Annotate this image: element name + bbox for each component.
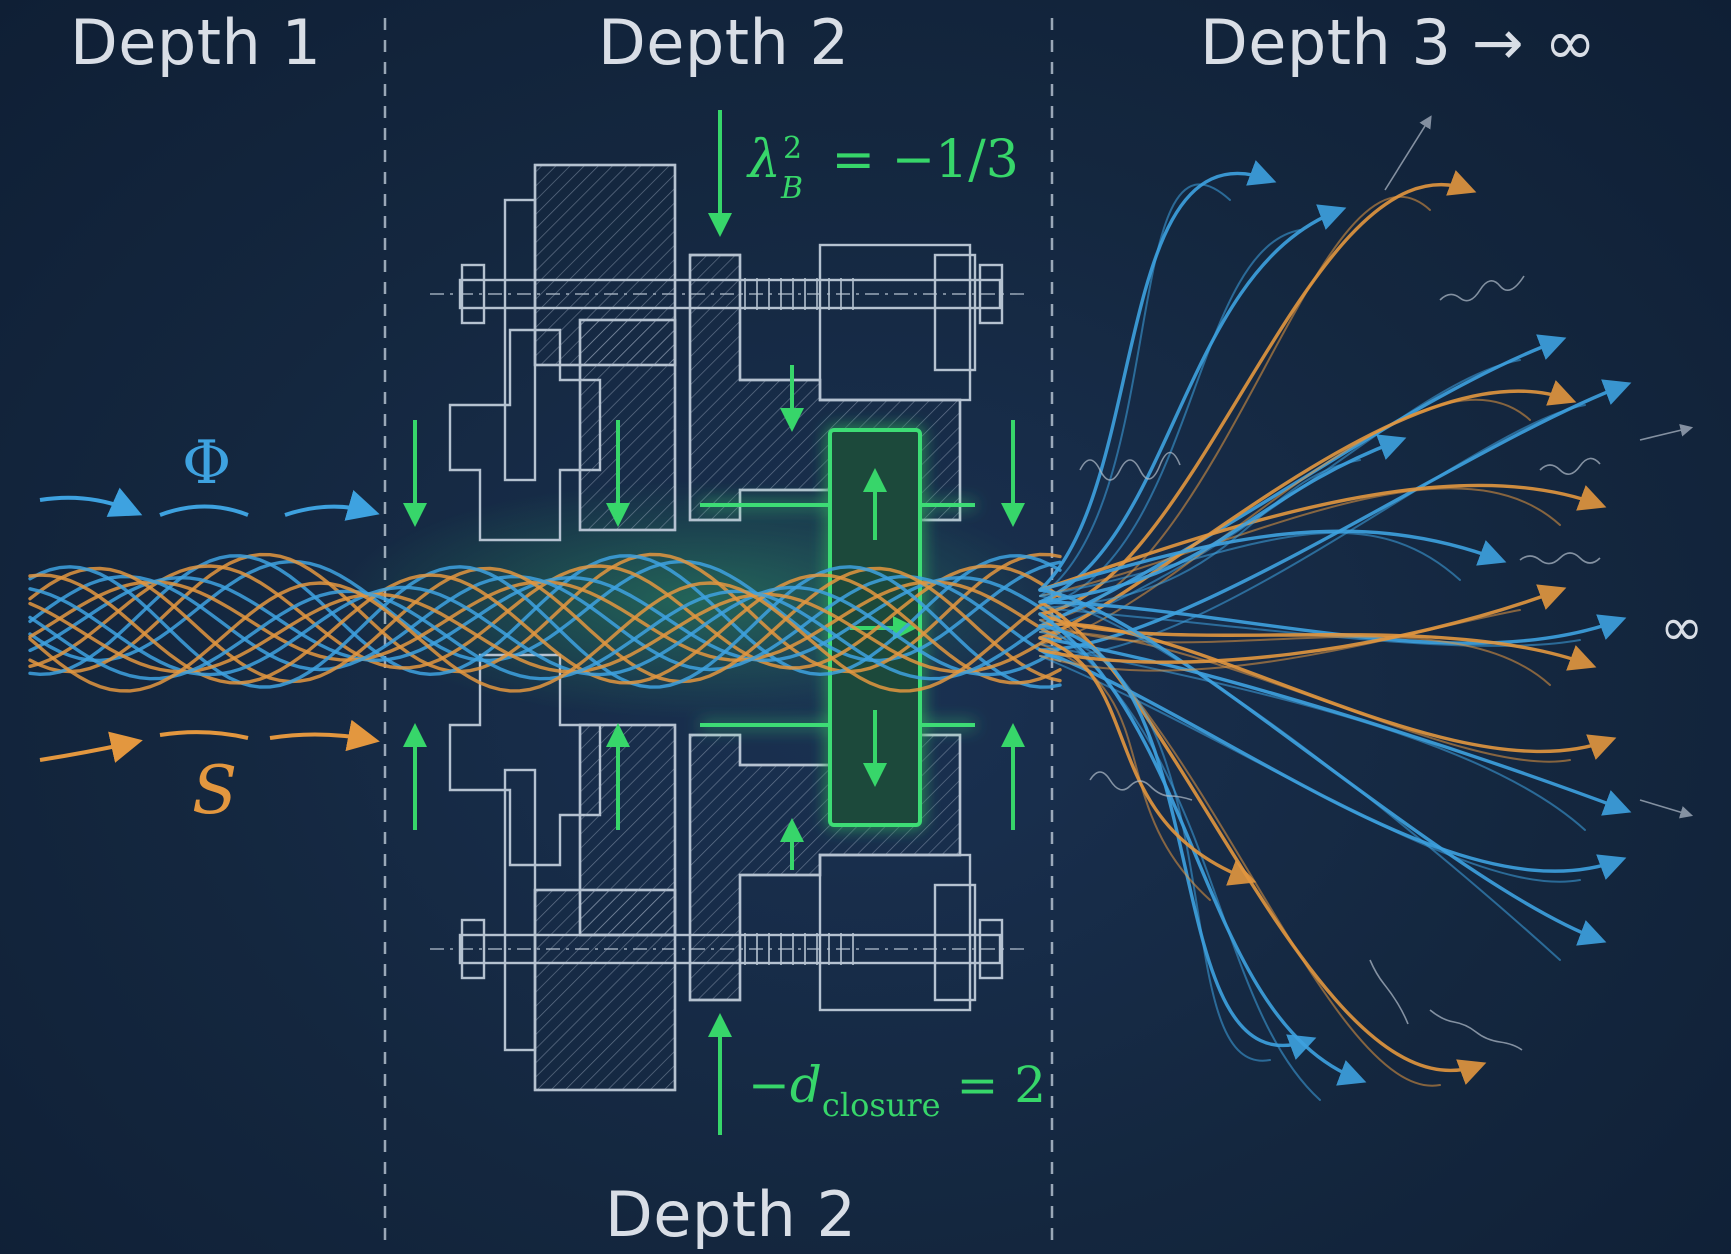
diverging-strands (1038, 160, 1632, 1101)
strand (1039, 630, 1571, 763)
strand (1039, 183, 1231, 597)
strand (28, 581, 1062, 693)
lambda-sub: B (780, 171, 804, 206)
strand (28, 585, 1062, 677)
closure-equation: −dclosure = 2 (748, 1056, 1047, 1124)
depth2-bottom-label: Depth 2 (605, 1178, 857, 1251)
strand (28, 566, 1062, 684)
strand (1039, 619, 1551, 686)
strand (28, 565, 1062, 689)
strand (28, 589, 1062, 681)
input-flow-arrows (39, 487, 380, 763)
strand (1039, 595, 1561, 961)
strand (1038, 636, 1632, 816)
strand (1039, 398, 1531, 645)
strand (1038, 204, 1347, 604)
strand (1039, 459, 1361, 609)
depth2-top-label: Depth 2 (598, 6, 850, 79)
strand (1038, 612, 1367, 1086)
strand (28, 552, 1062, 674)
strand (1039, 487, 1561, 597)
closure-rhs: = 2 (956, 1056, 1047, 1114)
strand (1039, 619, 1321, 1101)
strand (1039, 404, 1586, 658)
phi-symbol: Φ (182, 428, 232, 498)
lambda-rhs: = −1/3 (831, 130, 1019, 190)
lambda-sup: 2 (782, 131, 803, 166)
strand (1038, 160, 1277, 592)
depth3-label: Depth 3 → ∞ (1200, 6, 1597, 79)
strand (1039, 631, 1271, 1062)
s-symbol: S (192, 752, 238, 829)
compression-arrows (403, 110, 1025, 1135)
depth1-label: Depth 1 (70, 6, 322, 79)
infinity-symbol: ∞ (1660, 598, 1704, 658)
strand (1038, 584, 1567, 664)
strand (28, 592, 1062, 674)
strand (1038, 636, 1257, 886)
strand (1038, 600, 1487, 1085)
strand (1039, 643, 1211, 901)
strand (1038, 624, 1317, 1060)
strand (1038, 588, 1607, 946)
lambda-base: λ (748, 130, 781, 190)
strand (1039, 531, 1461, 597)
strand (1038, 529, 1507, 592)
strand (1039, 655, 1581, 883)
strand (1039, 609, 1521, 672)
scribbled-notation (1079, 115, 1694, 1051)
strand (1038, 483, 1607, 592)
strand (1038, 379, 1632, 652)
strand (1039, 607, 1441, 1087)
closure-sub: closure (821, 1086, 941, 1124)
closure-prefix: −d (748, 1056, 822, 1114)
braided-strand-bundle (28, 552, 1062, 693)
